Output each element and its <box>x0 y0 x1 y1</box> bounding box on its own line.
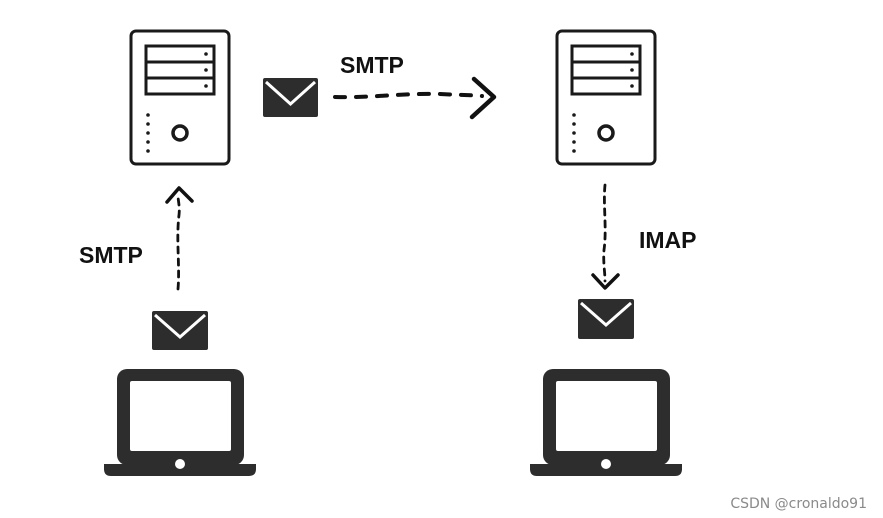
envelope-icon <box>578 299 634 339</box>
watermark: CSDN @cronaldo91 <box>730 496 867 512</box>
sender-server-icon <box>129 29 231 166</box>
imap-arrow-down <box>591 183 620 290</box>
imap-label: IMAP <box>639 227 697 253</box>
receiver-server-icon <box>555 29 657 166</box>
smtp-arrow-up <box>165 186 194 291</box>
sender-laptop-icon <box>104 369 256 476</box>
envelope-icon <box>152 311 208 350</box>
smtp-label-left: SMTP <box>79 242 143 268</box>
receiver-laptop-icon <box>530 369 682 476</box>
smtp-label-top: SMTP <box>340 52 404 78</box>
smtp-arrow-right <box>333 76 497 120</box>
envelope-icon <box>263 78 318 117</box>
